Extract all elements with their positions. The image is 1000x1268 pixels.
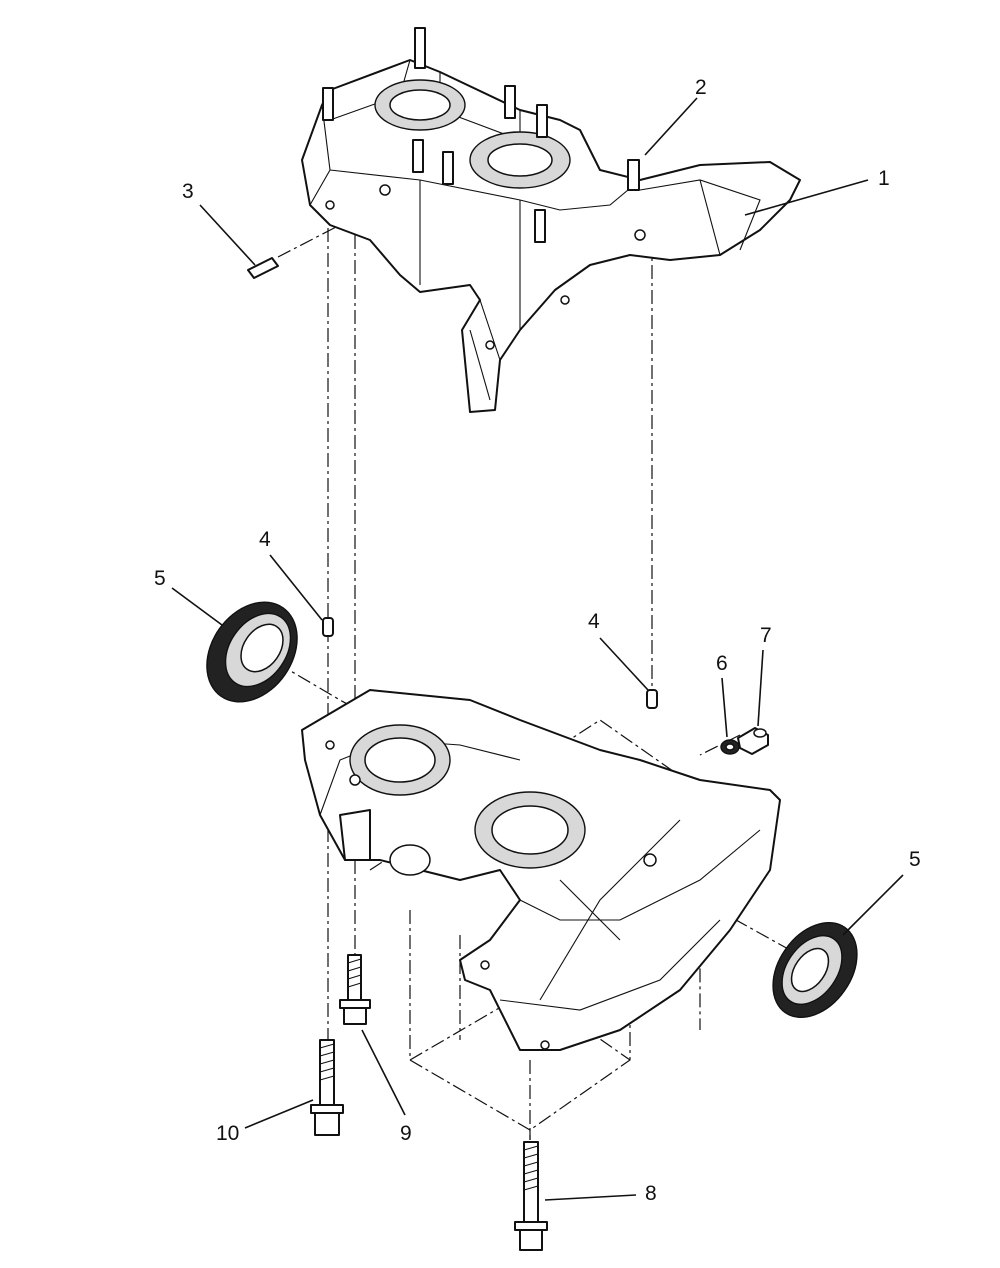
plug-part-7 [737, 727, 769, 755]
callout-5-right: 5 [909, 848, 921, 871]
stud-part-2 [627, 159, 640, 191]
upper-crankcase [301, 59, 801, 413]
pin-part-3 [247, 257, 279, 279]
washer-part-6 [720, 739, 740, 755]
callout-7: 7 [760, 624, 772, 647]
callout-4-left: 4 [259, 528, 271, 551]
callout-6: 6 [716, 652, 728, 675]
lower-crankcase [301, 689, 781, 1051]
bolt-flange-part-10 [310, 1039, 344, 1136]
callout-3: 3 [182, 180, 194, 203]
callout-10: 10 [216, 1122, 239, 1145]
bolt-short-part-9 [339, 954, 371, 1025]
studs [322, 27, 640, 243]
callout-labels: 1 2 3 4 4 5 5 6 7 8 9 10 [154, 76, 921, 1205]
dowel-right-part-4 [646, 689, 658, 709]
oil-seal-right-part-5 [772, 921, 858, 1019]
callout-1: 1 [878, 167, 890, 190]
bolt-long-part-8 [514, 1141, 548, 1251]
callout-9: 9 [400, 1122, 412, 1145]
dowel-left-part-4 [322, 617, 334, 637]
callout-8: 8 [645, 1182, 657, 1205]
oil-seal-left-part-5 [206, 601, 298, 703]
callout-4-right: 4 [588, 610, 600, 633]
leader-lines [171, 97, 904, 1201]
callout-2: 2 [695, 76, 707, 99]
callout-5-left: 5 [154, 567, 166, 590]
